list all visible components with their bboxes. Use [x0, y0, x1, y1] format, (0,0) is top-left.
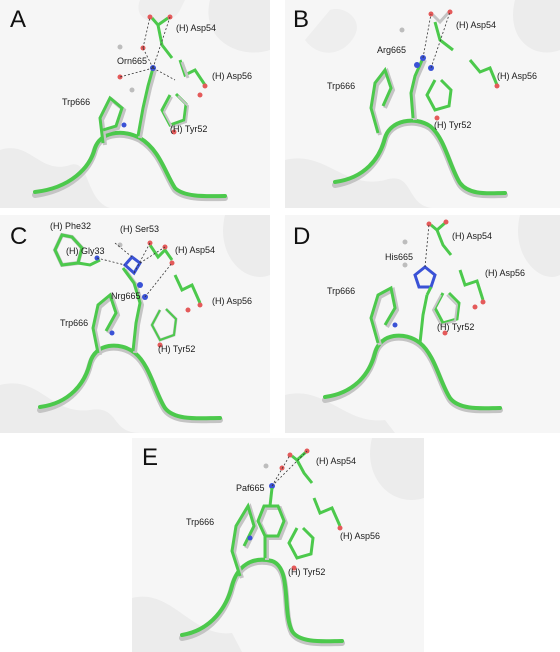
label-asp56: (H) Asp56: [212, 71, 253, 81]
panel-a: A Orn665 (H) Asp54 (H) Asp56 Trp666 (H) …: [0, 0, 270, 208]
panel-d-structure: [285, 215, 560, 433]
label-tyr52: (H) Tyr52: [437, 322, 475, 332]
panel-e-letter: E: [142, 444, 159, 471]
label-orn665: Orn665: [117, 56, 148, 66]
label-trp666: Trp666: [186, 517, 215, 527]
panel-a-structure: [0, 0, 270, 208]
label-asp54: (H) Asp54: [176, 23, 217, 33]
label-trp666: Trp666: [327, 81, 356, 91]
panel-a-letter: A: [10, 6, 27, 33]
panel-e: E (H) Asp54 Paf665 Trp666 (H) Asp56 (H) …: [132, 438, 424, 652]
label-his665: His665: [385, 252, 414, 262]
label-ser53: (H) Ser53: [120, 224, 160, 234]
label-tyr52: (H) Tyr52: [170, 124, 208, 134]
panel-d-letter: D: [293, 223, 311, 250]
label-tyr52: (H) Tyr52: [158, 344, 196, 354]
label-nrg665: Nrg665: [111, 291, 141, 301]
label-trp666: Trp666: [60, 318, 89, 328]
label-phe32: (H) Phe32: [50, 221, 92, 231]
label-trp666: Trp666: [62, 97, 91, 107]
label-tyr52: (H) Tyr52: [288, 567, 326, 577]
label-asp54: (H) Asp54: [456, 20, 497, 30]
label-trp666: Trp666: [327, 286, 356, 296]
label-paf665: Paf665: [236, 483, 265, 493]
label-asp54: (H) Asp54: [452, 231, 493, 241]
panel-b-structure: [285, 0, 560, 208]
panel-b-letter: B: [293, 6, 310, 33]
label-arg665: Arg665: [377, 45, 407, 55]
panel-d: D (H) Asp54 His665 (H) Asp56 Trp666 (H) …: [285, 215, 560, 433]
label-asp56: (H) Asp56: [340, 531, 381, 541]
label-asp56: (H) Asp56: [212, 296, 253, 306]
label-gly33: (H) Gly33: [66, 246, 105, 256]
panel-c-structure: [0, 215, 270, 433]
label-asp56: (H) Asp56: [497, 71, 538, 81]
label-asp54: (H) Asp54: [175, 245, 216, 255]
panel-c: C (H) Phe32 (H) Ser53 (H) Asp54 (H) Gly3…: [0, 215, 270, 433]
panel-e-structure: [132, 438, 424, 652]
panel-c-letter: C: [10, 223, 28, 250]
label-tyr52: (H) Tyr52: [434, 120, 472, 130]
label-asp54: (H) Asp54: [316, 456, 357, 466]
label-asp56: (H) Asp56: [485, 268, 526, 278]
panel-b: B Arg665 (H) Asp54 (H) Asp56 Trp666 (H) …: [285, 0, 560, 208]
